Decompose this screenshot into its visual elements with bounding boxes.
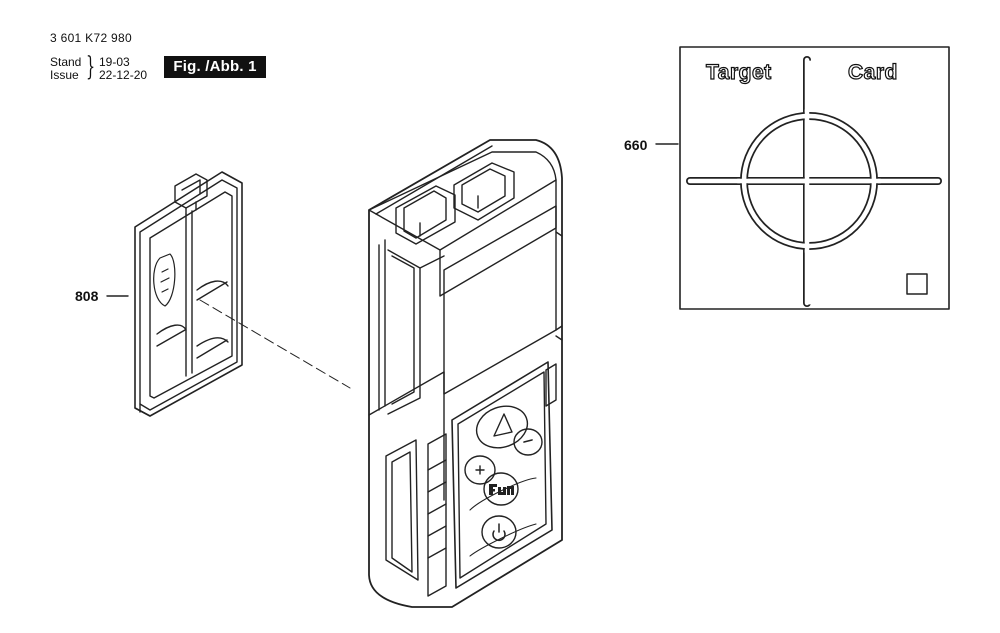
part-number: 3 601 K72 980 [50,31,132,45]
plus-icon [475,465,485,475]
measure-button-outline [475,405,529,449]
func-icon [489,484,514,495]
target-card-word-right: Card [847,60,898,84]
func-button-outline [483,472,519,506]
laser-receiver-drawing [368,139,563,608]
stand-label: Stand [50,55,82,69]
keypad-buttons [464,405,543,557]
stand-value: 19-03 [99,55,130,69]
brace-icon: } [86,52,96,82]
target-card-outline [679,46,950,310]
callout-660: 660 [624,137,648,153]
minus-icon [523,439,533,443]
plus-button-outline [464,455,496,485]
battery-cover-drawing [134,171,243,417]
power-icon [492,523,506,541]
target-card-drawing [679,46,950,310]
issue-label: Issue [50,68,79,82]
figure-badge: Fig. /Abb. 1 [164,56,266,78]
assembly-dashed-line [199,299,351,389]
checkbox-square-icon [906,273,928,295]
callout-808: 808 [75,288,99,304]
power-button-outline [481,515,517,549]
issue-value: 22-12-20 [99,68,148,82]
minus-button-outline [513,428,543,456]
triangle-up-icon [493,413,513,437]
target-card-word-left: Target [705,60,772,84]
